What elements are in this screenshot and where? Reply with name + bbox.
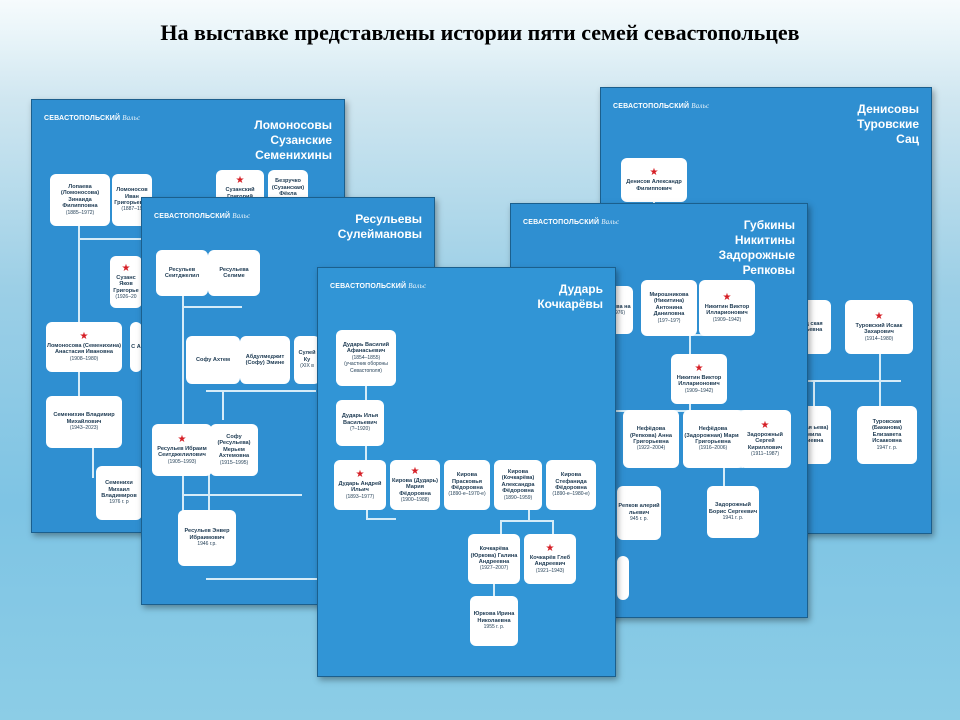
star-icon: ★ (874, 310, 884, 322)
family-node: Нефёдова (Репкова) Анна Григорьевна(1922… (623, 410, 679, 468)
family-node: ★Ломоносова (Семенихина) Анастасия Ивано… (46, 322, 122, 372)
star-icon: ★ (410, 465, 420, 477)
family-node: Лопаева (Ломоносова) Зинаида Филипповна(… (50, 174, 110, 226)
star-icon: ★ (545, 542, 555, 554)
family-node: Софу (Ресульева) Мерьем Ахтемовна(1915–1… (210, 424, 258, 476)
family-node: Дударь Илья Васильевич(?–1920) (336, 400, 384, 446)
family-node: Кочкарёва (Юркова) Галина Андреевна(1927… (468, 534, 520, 584)
star-icon: ★ (760, 419, 770, 431)
family-node (617, 556, 629, 600)
family-node: ★Задорожный Сергей Кириллович(1911–1987) (739, 410, 791, 468)
family-node: Мирошникова (Никитина) Антонина Даниловн… (641, 280, 697, 336)
family-node: ★Туровский Исаак Захарович(1914–1980) (845, 300, 913, 354)
family-node: Кирова Прасковья Фёдоровна(1890-е–1970-е… (444, 460, 490, 510)
star-icon: ★ (722, 291, 732, 303)
family-node: ★Кирова (Дударь) Мария Фёдоровна(1900–19… (390, 460, 440, 510)
family-node: ★Никитин Виктор Илларионович(1909–1942) (671, 354, 727, 404)
family-node: С А (130, 322, 142, 372)
family-node: ★Денисов Александр Филиппович (621, 158, 687, 202)
family-node: Дударь Василий Афанасьевич(1854–1855)(уч… (336, 330, 396, 386)
family-node: Сулей Ку(XIX в (294, 336, 320, 384)
family-node: Кирова Стефанида Фёдоровна(1890-е–1980-е… (546, 460, 596, 510)
family-node: ★Никитин Виктор Илларионович(1909–1942) (699, 280, 755, 336)
star-icon: ★ (121, 262, 131, 274)
family-node: Абдулмеджит (Софу) Эмине (240, 336, 290, 384)
star-icon: ★ (79, 330, 89, 342)
family-node: Туровская (Баканова) Елизавета Исааковна… (857, 406, 917, 464)
family-node: ★Ресульев Ибраим Сеитджелилович(1905–199… (152, 424, 212, 476)
family-node: ★Кочкарёв Глеб Андреевич(1921–1943) (524, 534, 576, 584)
family-node: Ресульев Сеитджелил (156, 250, 208, 296)
star-icon: ★ (235, 175, 245, 187)
family-node: Нефёдова (Задорожная) Мария Григорьевна(… (683, 410, 743, 468)
star-icon: ★ (649, 167, 659, 179)
star-icon: ★ (177, 433, 187, 445)
star-icon: ★ (355, 468, 365, 480)
family-node: ★Дударь Андрей Ильич(1893–1977) (334, 460, 386, 510)
family-node: Кирова (Кочкарёва) Александра Фёдоровна(… (494, 460, 542, 510)
star-icon: ★ (694, 362, 704, 374)
family-node: Семенихин Владимир Михайлович(1943–2023) (46, 396, 122, 448)
family-node: Ресульева Селиме (208, 250, 260, 296)
family-node: Софу Ахтем (186, 336, 240, 384)
slide-title: На выставке представлены истории пяти се… (160, 20, 800, 45)
family-node: ★Сузанс Яков Григорье(1926–20 (110, 256, 142, 308)
